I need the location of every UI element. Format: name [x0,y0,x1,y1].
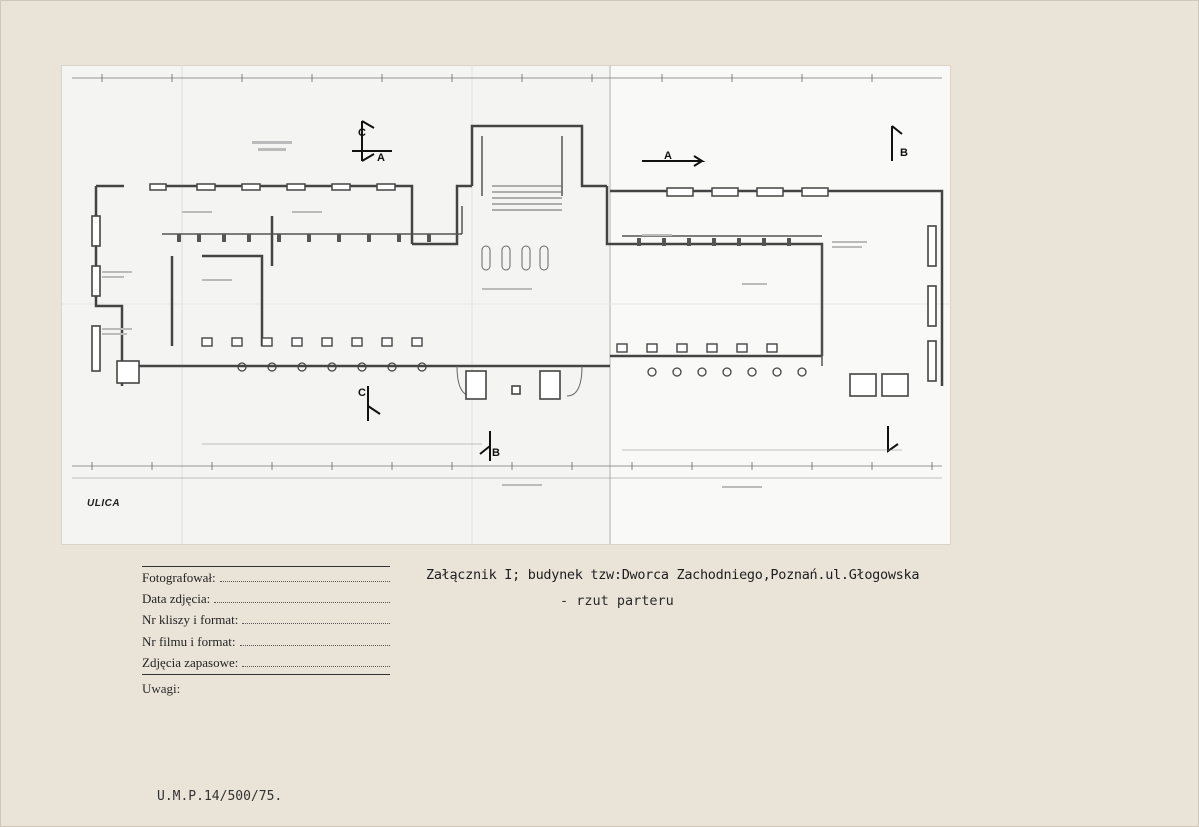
floor-plan-drawing: A A B C B C [62,66,950,544]
street-label: ULICA [87,498,121,509]
label-remarks: Uwagi: [142,680,181,696]
archive-signature: U.M.P.14/500/75. [157,789,283,804]
label-spare-photos: Zdjęcia zapasowe: [142,654,239,670]
dotted-fill-line [214,592,390,604]
form-row-plate: Nr kliszy i format: [142,612,390,633]
label-photographed-by: Fotografował: [142,570,216,585]
dotted-fill-line [242,656,390,667]
form-row-spare: Zdjęcia zapasowe: [142,655,390,676]
photo-metadata-form: Fotografował: Data zdjęcia: Nr kliszy i … [142,566,390,697]
form-row-photographer: Fotografował: [142,570,390,591]
caption-subtitle: - rzut parteru [560,593,674,609]
svg-text:B: B [492,447,500,459]
label-film-number: Nr filmu i format: [142,633,236,649]
svg-text:A: A [664,150,672,162]
form-top-rule [142,566,390,567]
form-row-film: Nr filmu i format: [142,634,390,655]
label-plate-number: Nr kliszy i format: [142,612,239,628]
svg-text:C: C [358,127,366,139]
form-bottom-rule [142,673,390,675]
form-row-date: Data zdjęcia: [142,591,390,612]
svg-text:B: B [900,147,908,159]
dotted-fill-line [239,635,390,646]
caption-title: Załącznik I; budynek tzw:Dworca Zachodni… [426,567,920,583]
dotted-fill-line [219,571,390,582]
svg-text:C: C [358,387,366,399]
label-photo-date: Data zdjęcia: [142,591,211,607]
floor-plan-photo: A A B C B C [62,66,950,544]
svg-text:A: A [377,152,385,164]
dotted-fill-line [242,613,390,625]
